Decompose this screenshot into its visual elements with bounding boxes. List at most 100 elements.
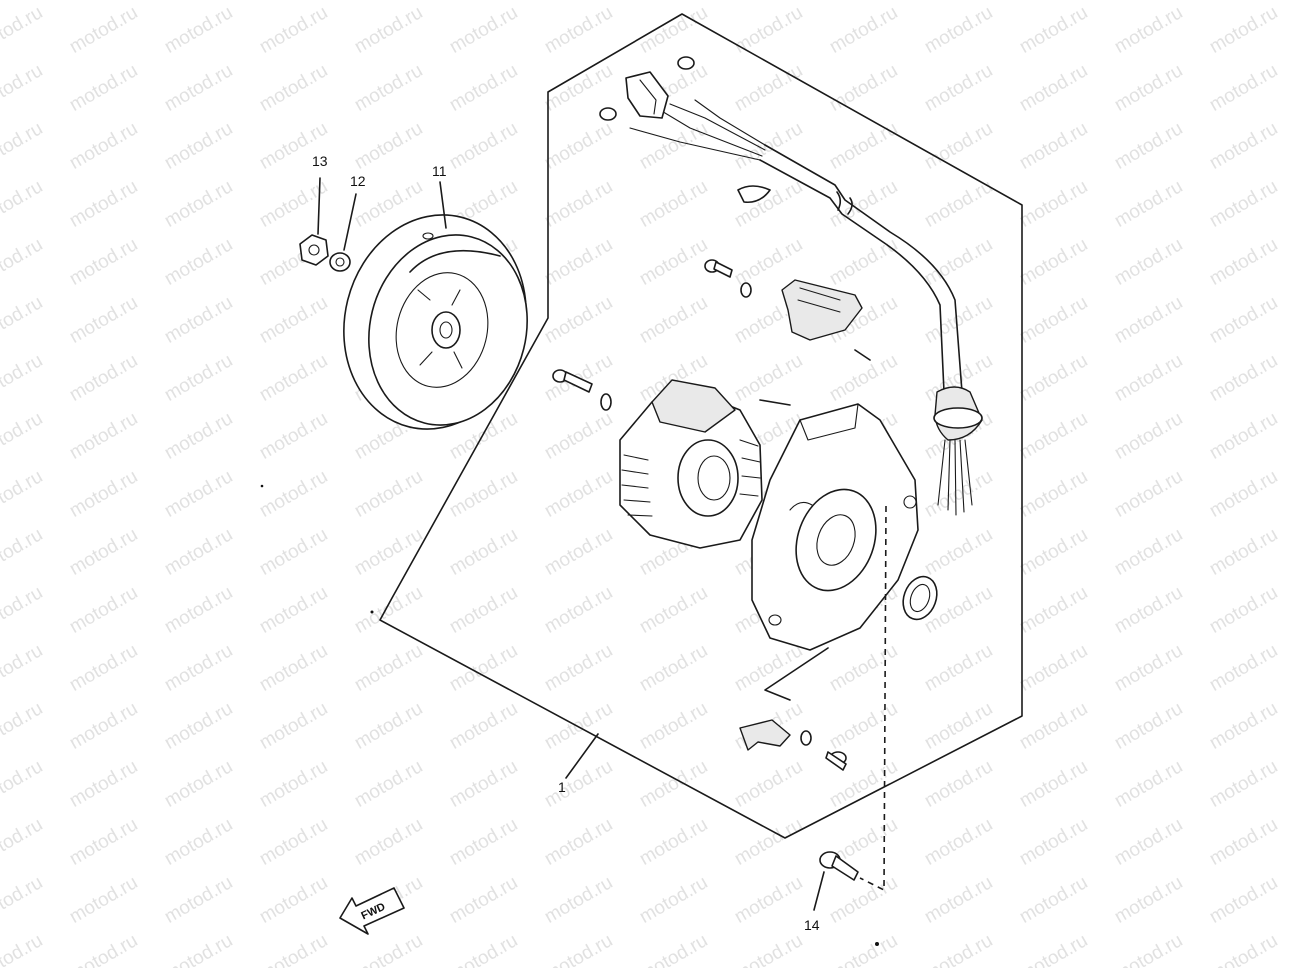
watermark-text: motod.ru: [636, 176, 711, 232]
watermark-text: motod.ru: [1111, 2, 1186, 58]
watermark-text: motod.ru: [0, 466, 46, 522]
watermark-text: motod.ru: [0, 408, 46, 464]
watermark-text: motod.ru: [541, 640, 616, 696]
watermark-text: motod.ru: [1016, 292, 1091, 348]
watermark-text: motod.ru: [1206, 640, 1281, 696]
watermark-text: motod.ru: [1206, 350, 1281, 406]
watermark-text: motod.ru: [541, 176, 616, 232]
watermark-text: motod.ru: [0, 814, 46, 870]
stator-coil: [619, 379, 763, 549]
stator-base-plate: [751, 403, 919, 651]
watermark-text: motod.ru: [1016, 872, 1091, 928]
fwd-arrow: FWD: [339, 887, 405, 935]
watermark-text: motod.ru: [731, 930, 806, 968]
watermark-text: motod.ru: [0, 930, 46, 968]
watermark-text: motod.ru: [351, 466, 426, 522]
watermark-text: motod.ru: [541, 60, 616, 116]
watermark-text: motod.ru: [0, 234, 46, 290]
watermark-text: motod.ru: [66, 698, 141, 754]
watermark-text: motod.ru: [446, 466, 521, 522]
watermark-text: motod.ru: [636, 640, 711, 696]
watermark-text: motod.ru: [1111, 582, 1186, 638]
watermark-text: motod.ru: [256, 698, 331, 754]
watermark-text: motod.ru: [826, 640, 901, 696]
watermark-text: motod.ru: [161, 2, 236, 58]
watermark-text: motod.ru: [1206, 814, 1281, 870]
watermark-text: motod.ru: [1206, 2, 1281, 58]
watermark-text: motod.ru: [921, 2, 996, 58]
watermark-text: motod.ru: [351, 756, 426, 812]
lead-clamp: [739, 719, 847, 771]
watermark-text: motod.ru: [636, 234, 711, 290]
watermark-text: motod.ru: [161, 640, 236, 696]
watermark-text: motod.ru: [541, 756, 616, 812]
watermark-text: motod.ru: [66, 640, 141, 696]
watermark-text: motod.ru: [161, 756, 236, 812]
watermark-text: motod.ru: [826, 60, 901, 116]
callout-12: 12: [350, 173, 366, 189]
watermark-text: motod.ru: [351, 640, 426, 696]
dashed-guide: [859, 505, 887, 892]
watermark-text: motod.ru: [921, 234, 996, 290]
watermark-text: motod.ru: [1016, 466, 1091, 522]
watermark-text: motod.ru: [256, 292, 331, 348]
watermark-text: motod.ru: [1111, 930, 1186, 968]
watermark-text: motod.ru: [731, 176, 806, 232]
watermark-text: motod.ru: [1016, 176, 1091, 232]
watermark-text: motod.ru: [0, 2, 46, 58]
watermark-text: motod.ru: [1016, 930, 1091, 968]
watermark-text: motod.ru: [0, 60, 46, 116]
oil-seal: [902, 575, 938, 621]
callout-13: 13: [312, 153, 328, 169]
harness-connector: [625, 71, 669, 119]
watermark-text: motod.ru: [256, 350, 331, 406]
watermark-text: motod.ru: [446, 118, 521, 174]
watermark-text: motod.ru: [161, 466, 236, 522]
watermark-text: motod.ru: [446, 524, 521, 580]
watermark-text: motod.ru: [66, 60, 141, 116]
watermark-text: motod.ru: [66, 872, 141, 928]
watermark-text: motod.ru: [66, 118, 141, 174]
watermark-text: motod.ru: [921, 698, 996, 754]
watermark-text: motod.ru: [1111, 756, 1186, 812]
watermark-text: motod.ru: [1111, 350, 1186, 406]
watermark-text: motod.ru: [1111, 466, 1186, 522]
watermark-text: motod.ru: [1206, 60, 1281, 116]
watermark-text: motod.ru: [1016, 814, 1091, 870]
watermark-text: motod.ru: [541, 524, 616, 580]
watermark-text: motod.ru: [446, 930, 521, 968]
watermark-text: motod.ru: [161, 582, 236, 638]
watermark-text: motod.ru: [1016, 698, 1091, 754]
watermark-text: motod.ru: [1111, 408, 1186, 464]
watermark-text: motod.ru: [446, 756, 521, 812]
callout-1: 1: [558, 779, 566, 795]
watermark-text: motod.ru: [446, 60, 521, 116]
watermark-text: motod.ru: [826, 350, 901, 406]
watermark-text: motod.ru: [731, 872, 806, 928]
watermark-text: motod.ru: [0, 640, 46, 696]
watermark-text: motod.ru: [921, 60, 996, 116]
watermark-text: motod.ru: [921, 466, 996, 522]
watermark-text: motod.ru: [1206, 756, 1281, 812]
watermark-text: motod.ru: [0, 698, 46, 754]
watermark-text: motod.ru: [0, 350, 46, 406]
watermark-text: motod.ru: [1016, 524, 1091, 580]
nut-13: [299, 234, 329, 266]
watermark-text: motod.ru: [66, 292, 141, 348]
watermark-text: motod.ru: [731, 756, 806, 812]
watermark-text: motod.ru: [256, 524, 331, 580]
bullet-terminal-top: [677, 56, 695, 70]
screw-14: [819, 851, 859, 881]
watermark-text: motod.ru: [0, 582, 46, 638]
watermark-text: motod.ru: [0, 872, 46, 928]
watermark-text: motod.ru: [66, 930, 141, 968]
watermark-text: motod.ru: [0, 756, 46, 812]
watermark-text: motod.ru: [636, 292, 711, 348]
watermark-text: motod.ru: [446, 2, 521, 58]
watermark-text: motod.ru: [256, 640, 331, 696]
watermark-text: motod.ru: [161, 930, 236, 968]
watermark-text: motod.ru: [161, 698, 236, 754]
watermark-text: motod.ru: [1016, 350, 1091, 406]
watermark-text: motod.ru: [541, 118, 616, 174]
